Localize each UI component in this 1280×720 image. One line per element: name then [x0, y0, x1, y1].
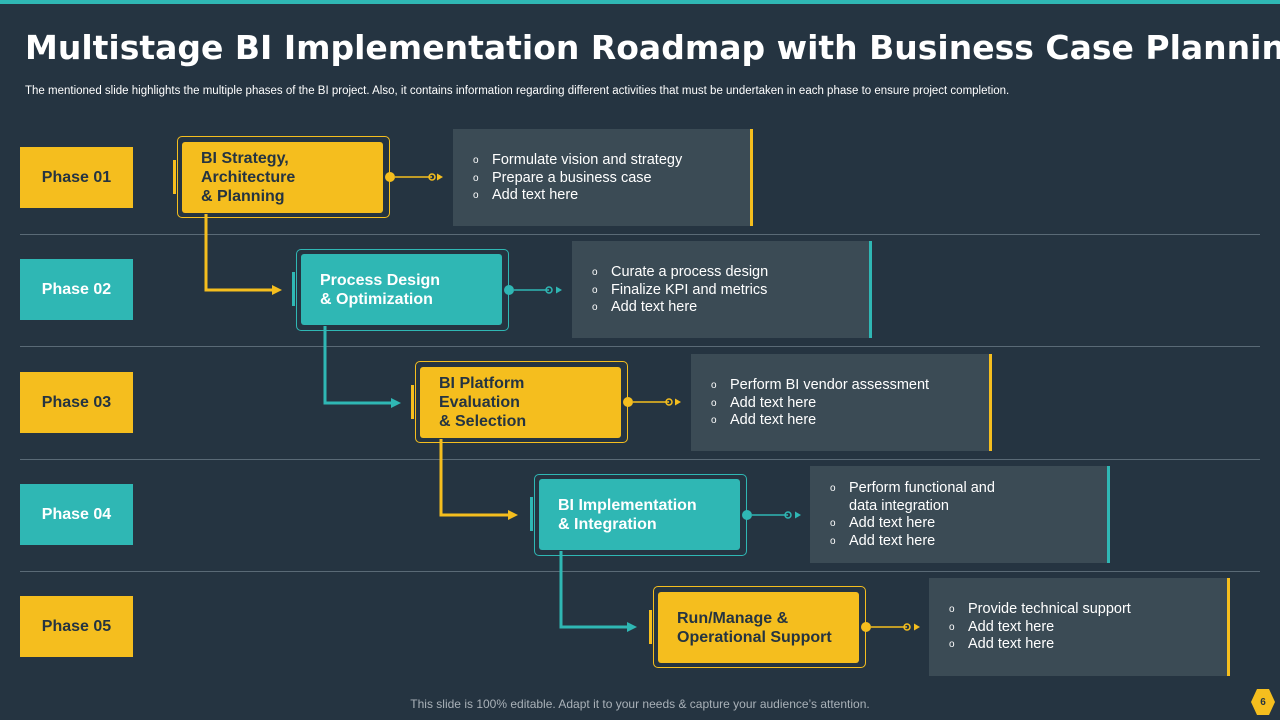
bullet-icon: o	[711, 415, 717, 426]
stage-notch-01	[173, 160, 176, 194]
bullet-icon: o	[473, 190, 479, 201]
stage-card-04: BI Implementation & Integration	[539, 479, 740, 550]
dot-connector-1	[385, 172, 443, 182]
phase-label-05: Phase 05	[20, 596, 133, 657]
bullet-icon: o	[592, 302, 598, 313]
bullet-icon: o	[473, 155, 479, 166]
elbow-arrow-4-5	[559, 551, 627, 629]
stage-card-03: BI Platform Evaluation & Selection	[420, 367, 621, 438]
slide-subtitle: The mentioned slide highlights the multi…	[25, 85, 1010, 97]
stage-notch-04	[530, 497, 533, 531]
top-accent-bar	[0, 0, 1280, 4]
stage-outline-01	[177, 136, 390, 218]
dot-connector-3	[623, 397, 681, 407]
bullet-icon: o	[592, 284, 598, 296]
phase-label-03: Phase 03	[20, 372, 133, 433]
row-divider	[20, 346, 1260, 347]
stage-notch-03	[411, 385, 414, 419]
row-divider	[20, 234, 1260, 235]
stage-notch-05	[649, 610, 652, 644]
slide-title: Multistage BI Implementation Roadmap wit…	[25, 28, 1280, 67]
bullet-icon: o	[830, 483, 836, 494]
bullet-icon: o	[711, 397, 717, 409]
dot-connector-4	[742, 510, 801, 520]
stage-card-05: Run/Manage & Operational Support	[658, 592, 859, 663]
bullet-icon: o	[830, 518, 836, 529]
stage-outline-05	[653, 586, 866, 668]
elbow-arrow-1-2	[204, 214, 272, 292]
bullet-icon: o	[592, 267, 598, 278]
stage-card-02: Process Design & Optimization	[301, 254, 502, 325]
phase-label-02: Phase 02	[20, 259, 133, 320]
phase-label-04: Phase 04	[20, 484, 133, 545]
bullet-icon: o	[949, 621, 955, 633]
elbow-arrowhead-1-2	[272, 285, 282, 295]
stage-outline-03	[415, 361, 628, 443]
elbow-arrowhead-2-3	[391, 398, 401, 408]
footer-note: This slide is 100% editable. Adapt it to…	[410, 697, 870, 711]
stage-outline-04	[534, 474, 747, 556]
bullet-icon: o	[949, 604, 955, 615]
row-divider	[20, 571, 1260, 572]
row-divider	[20, 459, 1260, 460]
dot-connector-2	[504, 285, 562, 295]
phase-label-01: Phase 01	[20, 147, 133, 208]
dot-connector-5	[861, 622, 920, 632]
elbow-arrowhead-3-4	[508, 510, 518, 520]
bullet-icon: o	[949, 639, 955, 650]
elbow-arrow-2-3	[323, 326, 391, 405]
stage-card-01: BI Strategy, Architecture & Planning	[182, 142, 383, 213]
stage-outline-02	[296, 249, 509, 331]
bullet-icon: o	[830, 535, 836, 547]
elbow-arrow-3-4	[439, 439, 508, 517]
elbow-arrowhead-4-5	[627, 622, 637, 632]
bullet-icon: o	[711, 380, 717, 391]
stage-notch-02	[292, 272, 295, 306]
bullet-icon: o	[473, 172, 479, 184]
